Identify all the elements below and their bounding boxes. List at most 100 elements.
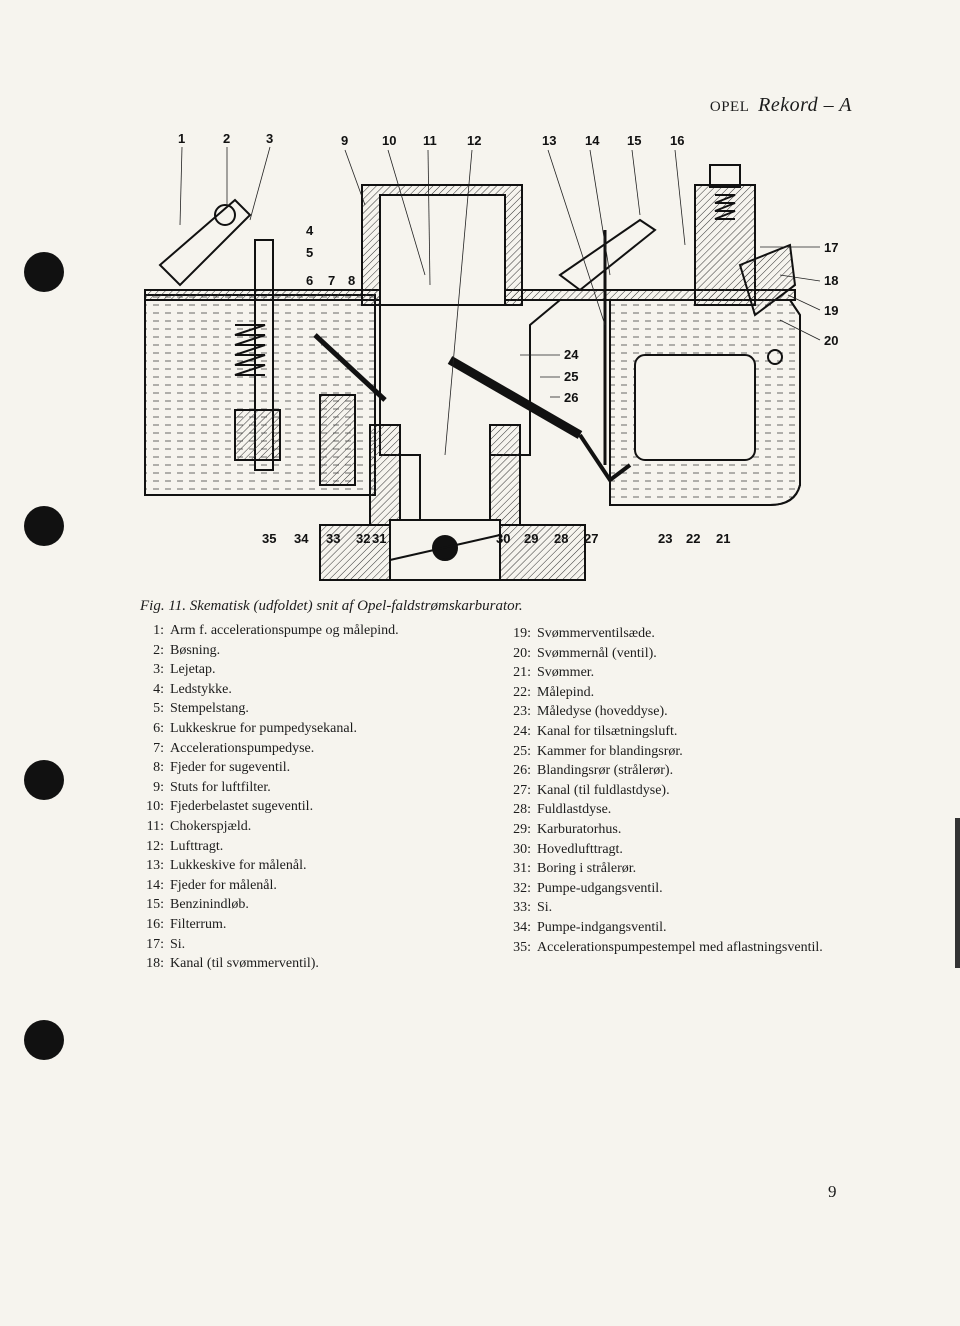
legend-item-text: Lufttragt. bbox=[170, 838, 224, 854]
carburetor-housing bbox=[144, 164, 801, 581]
binder-hole-3 bbox=[24, 760, 64, 800]
legend-item: 11:Chokerspjæld. bbox=[138, 817, 478, 837]
legend-item: 29: Karburatorhus. bbox=[505, 820, 850, 840]
callout-29: 29 bbox=[524, 531, 538, 546]
legend-item-number: 28: bbox=[513, 802, 531, 818]
callout-2: 2 bbox=[223, 131, 230, 146]
legend-item-number: 6: bbox=[153, 720, 164, 736]
callout-30: 30 bbox=[496, 531, 510, 546]
legend-item-text: Fjeder for sugeventil. bbox=[170, 760, 291, 776]
legend-item: 2:Bøsning. bbox=[138, 641, 478, 661]
legend-item: 26:Blandingsrør (strålerør). bbox=[505, 761, 850, 781]
legend-item-text: Benzinindløb. bbox=[170, 897, 249, 913]
callout-20: 20 bbox=[824, 333, 838, 348]
callout-31: 31 bbox=[372, 531, 386, 546]
legend-item: 9: Stuts for luftfilter. bbox=[138, 778, 478, 798]
callout-25: 25 bbox=[564, 369, 578, 384]
page-number: 9 bbox=[828, 1182, 837, 1201]
legend-item-text: Lukkeskive for målenål. bbox=[170, 858, 307, 874]
figure-caption: Fig. 11. Skematisk (udfoldet) snit af Op… bbox=[140, 598, 523, 614]
callout-3: 3 bbox=[266, 131, 273, 146]
legend-item-number: 14: bbox=[146, 877, 164, 893]
legend-item: 12: Lufttragt. bbox=[138, 837, 478, 857]
legend-item-text: Filterrum. bbox=[170, 916, 227, 932]
callout-6: 6 bbox=[306, 273, 313, 288]
legend-item: 27:Kanal (til fuldlastdyse). bbox=[505, 781, 850, 801]
legend-item-text: Pumpe-indgangsventil. bbox=[537, 919, 667, 935]
callout-8: 8 bbox=[348, 273, 355, 288]
callout-9: 9 bbox=[341, 133, 348, 148]
legend-item: 19: Svømmerventilsæde. bbox=[505, 624, 850, 644]
legend-item: 14: Fjeder for målenål. bbox=[138, 876, 478, 896]
legend-item-text: Boring i strålerør. bbox=[537, 861, 637, 877]
legend-item-text: Karburatorhus. bbox=[537, 821, 622, 837]
legend-item-number: 3: bbox=[153, 662, 164, 678]
legend-item-number: 5: bbox=[153, 701, 164, 717]
callout-16: 16 bbox=[670, 133, 684, 148]
legend-item-text: Svømmer. bbox=[537, 665, 595, 681]
legend-item-text: Kanal for tilsætningsluft. bbox=[537, 723, 678, 739]
legend-item: 22:Målepind. bbox=[505, 683, 850, 703]
legend-item-text: Si. bbox=[537, 900, 553, 916]
legend-item-number: 23: bbox=[513, 704, 531, 720]
callout-5: 5 bbox=[306, 245, 313, 260]
callout-23: 23 bbox=[658, 531, 672, 546]
legend-item-number: 9: bbox=[153, 779, 164, 795]
legend-item: 6:Lukkeskrue for pumpedysekanal. bbox=[138, 719, 478, 739]
legend-item: 21:Svømmer. bbox=[505, 663, 850, 683]
legend-item-number: 29: bbox=[513, 821, 531, 837]
legend-item-number: 17: bbox=[146, 936, 164, 952]
legend-item-number: 34: bbox=[513, 919, 531, 935]
legend-item-text: Svømmerventilsæde. bbox=[537, 626, 655, 641]
legend-item-number: 16: bbox=[146, 916, 164, 932]
callout-17: 17 bbox=[824, 240, 838, 255]
callout-21: 21 bbox=[716, 531, 730, 546]
legend-item: 31: Boring i strålerør. bbox=[505, 859, 850, 879]
legend-item-text: Accelerationspumpestempel med aflastning… bbox=[537, 939, 823, 955]
legend-item-text: Fuldlastdyse. bbox=[537, 802, 612, 818]
legend-item-text: Blandingsrør (strålerør). bbox=[537, 763, 674, 779]
legend-item-text: Stuts for luftfilter. bbox=[170, 779, 271, 795]
legend-item-number: 30: bbox=[513, 841, 531, 857]
callout-34: 34 bbox=[294, 531, 309, 546]
legend-item-number: 2: bbox=[153, 642, 164, 658]
callout-28: 28 bbox=[554, 531, 568, 546]
legend-item-number: 11: bbox=[146, 818, 164, 834]
callout-14: 14 bbox=[585, 133, 600, 148]
legend-item: 25:Kammer for blandingsrør. bbox=[505, 742, 850, 762]
callout-11: 11 bbox=[423, 133, 437, 148]
legend-item: 20: Svømmernål (ventil). bbox=[505, 644, 850, 664]
legend-item-number: 10: bbox=[146, 799, 164, 815]
carburetor-diagram: 1 2 3 9 10 11 12 13 14 15 16 4 5 6 7 8 2… bbox=[140, 125, 860, 585]
binder-hole-2 bbox=[24, 506, 64, 546]
callout-33: 33 bbox=[326, 531, 340, 546]
callout-leaders bbox=[179, 146, 821, 456]
legend-item-text: Fjeder for målenål. bbox=[170, 877, 277, 893]
legend-item-number: 4: bbox=[153, 681, 164, 697]
legend-item-text: Svømmernål (ventil). bbox=[537, 645, 657, 661]
legend-right-column: 19: Svømmerventilsæde. 20: Svømmernål (vent… bbox=[505, 624, 850, 957]
legend-item: 4:Ledstykke. bbox=[138, 680, 478, 700]
legend-item: 24:Kanal for tilsætningsluft. bbox=[505, 722, 850, 742]
legend-item: 16: Filterrum. bbox=[138, 915, 478, 935]
legend-item-number: 20: bbox=[513, 645, 531, 661]
legend-item: 28: Fuldlastdyse. bbox=[505, 800, 850, 820]
legend-item-text: Lejetap. bbox=[170, 662, 216, 678]
legend-item: 8:Fjeder for sugeventil. bbox=[138, 758, 478, 778]
legend-item-text: Kanal (til fuldlastdyse). bbox=[537, 782, 670, 798]
legend-item: 33:Si. bbox=[505, 898, 850, 918]
header-brand: OPEL bbox=[709, 99, 750, 115]
legend-item-number: 31: bbox=[513, 861, 531, 877]
carburetor-cross-section: 1 2 3 9 10 11 12 13 14 15 16 4 5 6 7 8 2… bbox=[144, 131, 838, 581]
legend-item-text: Si. bbox=[170, 936, 186, 952]
legend-item-text: Hovedlufttragt. bbox=[537, 841, 623, 857]
legend-item: 35:Accelerationspumpestempel med aflastn… bbox=[505, 938, 850, 958]
callout-22: 22 bbox=[686, 531, 700, 546]
legend-left-column: 1:Arm f. accelerationspumpe og målepind.… bbox=[138, 621, 478, 974]
callout-24: 24 bbox=[564, 347, 579, 362]
callout-1: 1 bbox=[178, 131, 185, 146]
legend-item-number: 12: bbox=[146, 838, 164, 854]
legend-item: 32:Pumpe-udgangsventil. bbox=[505, 879, 850, 899]
legend-item: 10:Fjederbelastet sugeventil. bbox=[138, 797, 478, 817]
legend-item-number: 19: bbox=[513, 626, 531, 641]
